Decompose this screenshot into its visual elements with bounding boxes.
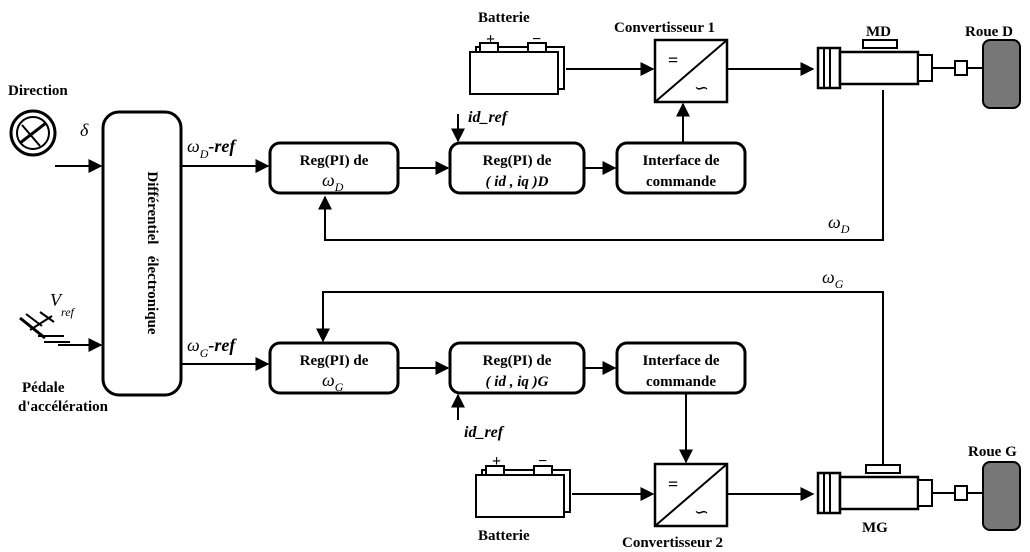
converter-1-ac-symbol: ∽	[694, 78, 709, 98]
converter-1-block	[653, 38, 729, 104]
omega-d-feedback-label: ωD	[828, 212, 850, 236]
converter-1-label: Convertisseur 1	[614, 20, 715, 36]
battery-g-plus: +	[492, 453, 501, 470]
control-interface-d-line2: commande	[646, 174, 716, 190]
omega-d-feedback-line	[318, 90, 884, 241]
battery-d-icon	[469, 42, 565, 95]
wheel-d-icon	[982, 39, 1021, 109]
omega-d-ref-label: ωD-ref	[187, 136, 237, 161]
battery-d-plus: +	[486, 31, 495, 48]
speed-regulator-d-symbol: ωD	[322, 170, 344, 194]
omega-g-feedback-line	[316, 291, 884, 465]
steering-wheel-icon	[9, 109, 57, 157]
v-ref-label: Vref	[50, 290, 76, 319]
battery-g-icon	[475, 465, 571, 518]
converter-2-block	[653, 462, 729, 528]
id-ref-d-label: id_ref	[468, 109, 509, 126]
pedal-label-line1: Pédale	[22, 380, 65, 396]
control-interface-d-block	[615, 141, 747, 195]
wheel-g-icon	[982, 461, 1021, 531]
pedal-label-line2: d'accélération	[18, 399, 109, 415]
motor-g-label: MG	[862, 520, 888, 536]
motor-g-icon	[816, 464, 983, 515]
current-regulator-g-line1: Reg(PI) de	[483, 353, 552, 369]
motor-d-icon	[816, 39, 983, 90]
delta-symbol: δ	[80, 120, 89, 140]
control-interface-g-block	[615, 341, 747, 395]
current-regulator-g-line2: ( id , iq )G	[486, 374, 549, 390]
speed-regulator-d-line1: Reg(PI) de	[300, 153, 369, 169]
speed-regulator-g-line1: Reg(PI) de	[300, 353, 369, 369]
omega-g-feedback-label: ωG	[822, 267, 844, 291]
electronic-differential-block	[101, 110, 183, 397]
control-interface-g-line1: Interface de	[642, 353, 719, 369]
direction-label: Direction	[8, 83, 68, 99]
converter-1-dc-symbol: =	[668, 50, 678, 70]
control-interface-d-line1: Interface de	[642, 153, 719, 169]
id-ref-g-label: id_ref	[464, 424, 505, 441]
battery-d-minus: −	[532, 31, 541, 48]
control-interface-g-line2: commande	[646, 374, 716, 390]
current-regulator-d-line2: ( id , iq )D	[486, 174, 549, 190]
converter-2-dc-symbol: =	[668, 474, 678, 494]
wheel-g-label: Roue G	[968, 444, 1017, 460]
accelerator-pedal-icon	[19, 311, 70, 343]
speed-regulator-g-symbol: ωG	[322, 370, 344, 394]
battery-g-minus: −	[538, 453, 547, 470]
battery-d-label: Batterie	[478, 10, 530, 26]
wheel-d-label: Roue D	[965, 24, 1013, 40]
battery-g-label: Batterie	[478, 528, 530, 544]
current-regulator-d-line1: Reg(PI) de	[483, 153, 552, 169]
omega-g-ref-label: ωG-ref	[187, 335, 237, 360]
converter-2-label: Convertisseur 2	[622, 535, 723, 551]
converter-2-ac-symbol: ∽	[694, 502, 709, 522]
motor-d-label: MD	[866, 24, 891, 40]
electronic-differential-label: Différentiel électronique	[144, 171, 160, 334]
